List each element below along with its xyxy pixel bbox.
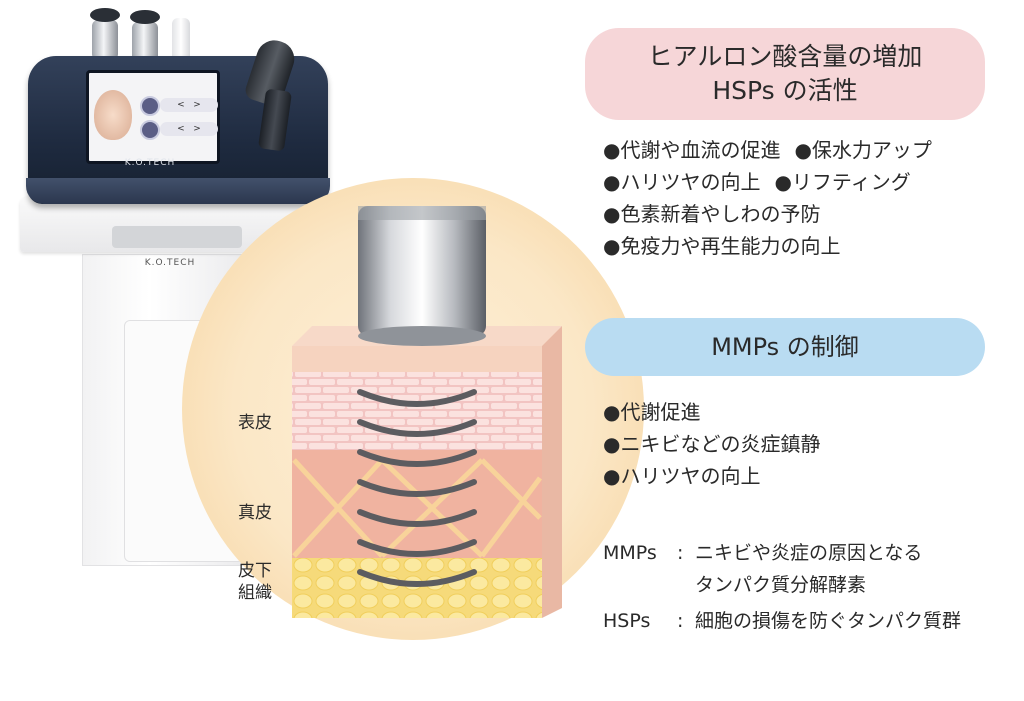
handpiece-2: [132, 22, 158, 62]
list-item: ●色素新着やしわの予防: [603, 202, 821, 226]
handpiece-3: [172, 18, 190, 62]
definition-text: ニキビや炎症の原因となる: [695, 542, 923, 564]
definition-text: 細胞の損傷を防ぐタンパク質群: [695, 610, 962, 632]
epidermis-layer: [292, 372, 542, 450]
definition-term: HSPs: [603, 610, 651, 632]
hsps-title-line2: HSPs の活性: [712, 76, 858, 105]
label-subcutaneous: 皮下 組織: [238, 561, 272, 603]
label-epidermis: 表皮: [238, 413, 272, 433]
handpiece-2-cap: [130, 10, 160, 24]
face-image: [94, 90, 132, 140]
list-item: ●ハリツヤの向上: [603, 464, 761, 488]
screen-mode-icon-2: [140, 120, 160, 140]
main-unit-base: [26, 178, 330, 204]
definition-text: タンパク質分解酵素: [695, 574, 867, 596]
hsps-title-line1: ヒアルロン酸含量の増加: [647, 42, 923, 71]
list-item: ●ニキビなどの炎症鎮静: [603, 432, 821, 456]
list-item: ●代謝や血流の促進●保水力アップ: [603, 138, 932, 162]
cart-slot: [112, 226, 242, 248]
screen-control-row-2: < >: [160, 122, 218, 136]
probe-tip: [358, 206, 486, 346]
hsps-bullet-list: ●代謝や血流の促進●保水力アップ ●ハリツヤの向上●リフティング ●色素新着やし…: [603, 134, 932, 262]
label-dermis: 真皮: [238, 503, 272, 523]
definition-colon: :: [677, 610, 684, 632]
definition-term: MMPs: [603, 542, 657, 564]
dermis-fibers: [292, 458, 543, 558]
mmps-title-pill: MMPs の制御: [585, 318, 985, 376]
cart-brand-label: K.O.TECH: [144, 258, 196, 268]
skin-layer-diagram: [292, 206, 562, 618]
ultrasound-waves: [357, 389, 477, 587]
list-item: ●ハリツヤの向上●リフティング: [603, 170, 911, 194]
definition-colon: :: [677, 542, 684, 564]
mmps-title: MMPs の制御: [711, 333, 859, 361]
subcutaneous-layer: [292, 558, 542, 618]
list-item: ●免疫力や再生能力の向上: [603, 234, 841, 258]
handpiece-1-cap: [90, 8, 120, 22]
hsps-title-pill: ヒアルロン酸含量の増加 HSPs の活性: [585, 28, 985, 120]
screen-mode-icon: [140, 96, 160, 116]
screen-brand-label: K.O.TECH: [124, 158, 176, 168]
mmps-bullet-list: ●代謝促進 ●ニキビなどの炎症鎮静 ●ハリツヤの向上: [603, 396, 820, 492]
skin-block: [292, 326, 562, 618]
handpiece-1: [92, 20, 118, 60]
screen-control-row: < >: [160, 98, 218, 112]
list-item: ●代謝促進: [603, 400, 701, 424]
